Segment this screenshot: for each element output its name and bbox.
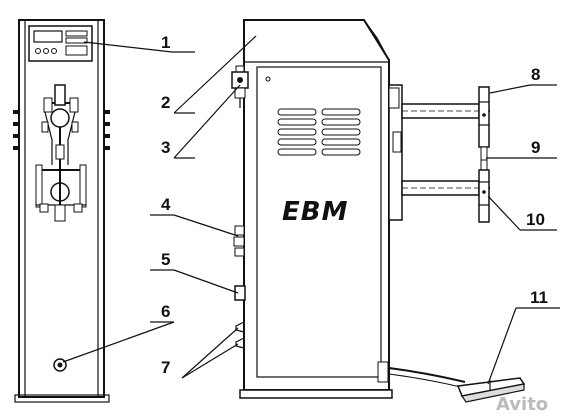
- callout-1: 1: [161, 33, 170, 52]
- upper-electrode-icon: [478, 86, 490, 161]
- callout-11: 11: [530, 288, 548, 307]
- callout-3: 3: [161, 138, 170, 157]
- vent-slots-icon: [13, 110, 110, 150]
- side-vent-icon: [277, 108, 361, 156]
- foot-pedal-icon: [456, 377, 526, 403]
- callout-6: 6: [161, 302, 170, 321]
- valve-icon: [231, 65, 249, 108]
- lower-electrode-icon: [478, 159, 490, 223]
- upper-arm-icon: [401, 103, 490, 119]
- side-connector-block-icon: [233, 225, 245, 257]
- lower-arm-icon: [401, 180, 490, 196]
- brand-logo: EBM: [282, 197, 348, 227]
- callout-9: 9: [531, 138, 540, 157]
- callout-10: 10: [526, 210, 545, 229]
- callout-8: 8: [531, 65, 540, 84]
- side-view: EBM: [231, 19, 526, 403]
- front-view: [13, 19, 110, 403]
- callout-2: 2: [161, 93, 170, 112]
- callout-labels: 1 2 3 4 5 6 7 8 9 10 11: [161, 33, 548, 377]
- callout-7: 7: [161, 358, 170, 377]
- watermark-text: Avito: [496, 394, 548, 415]
- hose-fittings-icon: [235, 321, 245, 349]
- callout-5: 5: [161, 250, 170, 269]
- control-panel-icon: [28, 25, 93, 62]
- front-connector-icon: [53, 358, 67, 372]
- front-electrode-assembly-icon: [35, 84, 87, 222]
- callout-4: 4: [161, 195, 171, 214]
- leader-lines: [62, 35, 560, 385]
- side-switch-icon: [234, 285, 246, 301]
